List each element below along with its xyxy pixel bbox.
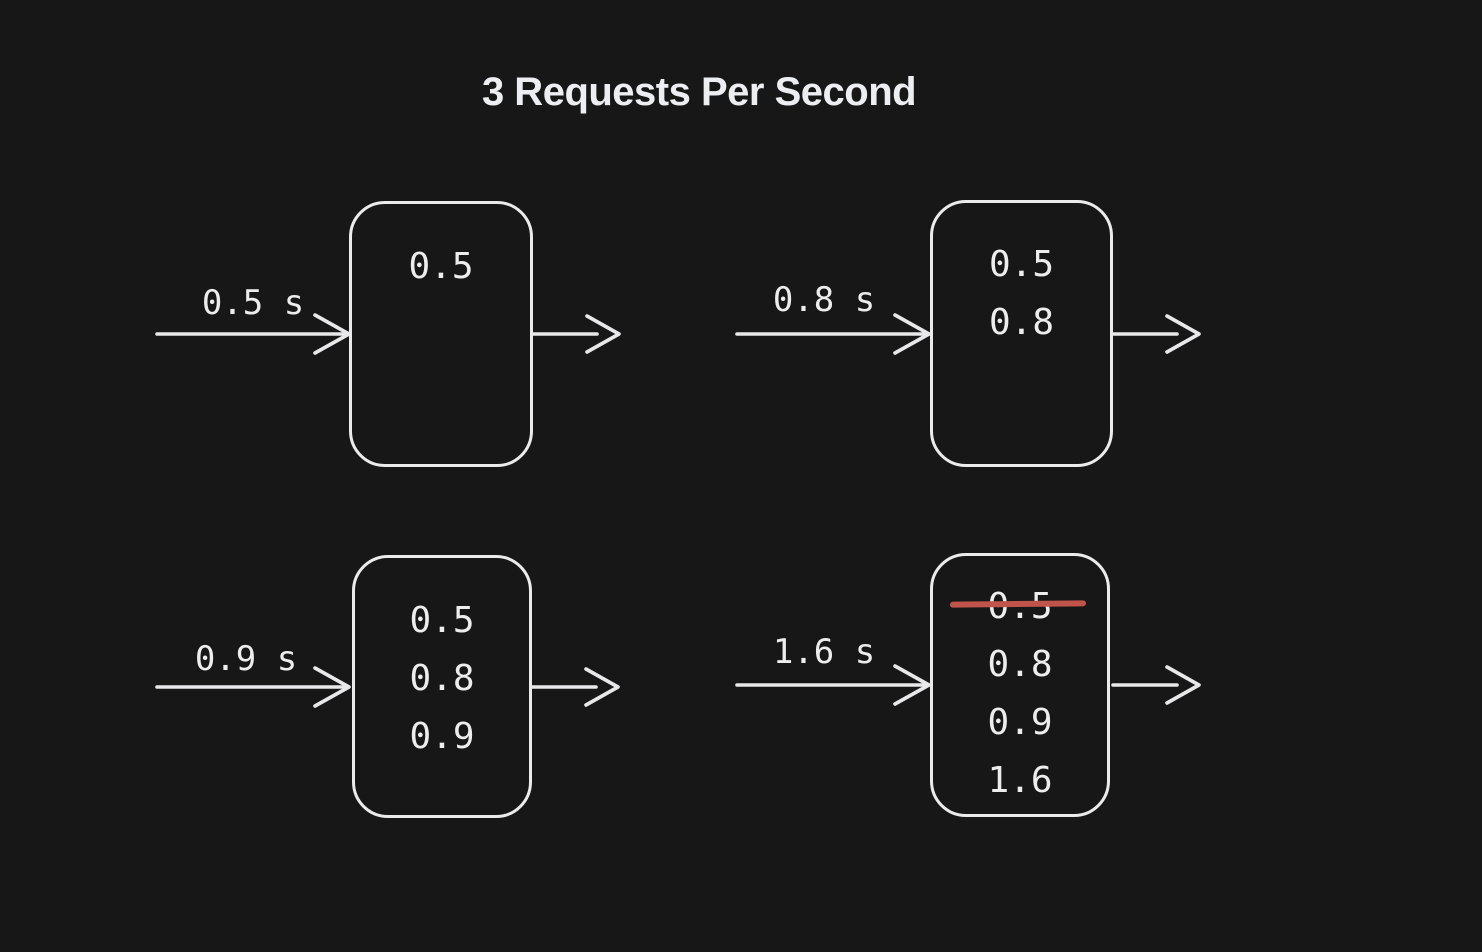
timestamp-entry: 0.9: [409, 715, 475, 757]
window-box: 0.5 0.8: [930, 200, 1113, 467]
arrow-out-icon: [530, 667, 620, 707]
timestamp-entry: 0.5: [409, 599, 475, 641]
diagram-title: 3 Requests Per Second: [481, 70, 917, 114]
arrow-out-icon: [1111, 314, 1201, 354]
arrival-time-label: 0.5 s: [201, 283, 305, 323]
arrow-in-icon: [155, 666, 351, 708]
timestamp-entry: 0.5: [408, 245, 474, 287]
timestamp-entry: 0.8: [409, 657, 475, 699]
arrow-out-icon: [1111, 665, 1201, 705]
window-box: 0.5 0.8 0.9 1.6: [930, 553, 1110, 817]
arrow-in-icon: [735, 313, 931, 355]
timestamp-entry: 0.8: [988, 301, 1055, 343]
window-box: 0.5: [349, 201, 533, 467]
timestamp-list: 0.5 0.8: [933, 235, 1110, 351]
arrival-time-label: 0.9 s: [194, 639, 298, 679]
timestamp-list: 0.5 0.8 0.9 1.6: [933, 577, 1107, 809]
arrow-in-icon: [735, 664, 931, 706]
window-box: 0.5 0.8 0.9: [352, 555, 532, 818]
timestamp-entry: 0.8: [987, 643, 1053, 685]
timestamp-entry: 0.5: [988, 243, 1055, 285]
timestamp-list: 0.5: [352, 237, 530, 295]
arrow-out-icon: [531, 314, 621, 354]
timestamp-entry: 0.9: [987, 701, 1053, 743]
timestamp-list: 0.5 0.8 0.9: [355, 591, 529, 765]
arrival-time-label: 0.8 s: [772, 280, 876, 320]
timestamp-entry: 1.6: [987, 759, 1053, 801]
arrival-time-label: 1.6 s: [772, 632, 876, 672]
